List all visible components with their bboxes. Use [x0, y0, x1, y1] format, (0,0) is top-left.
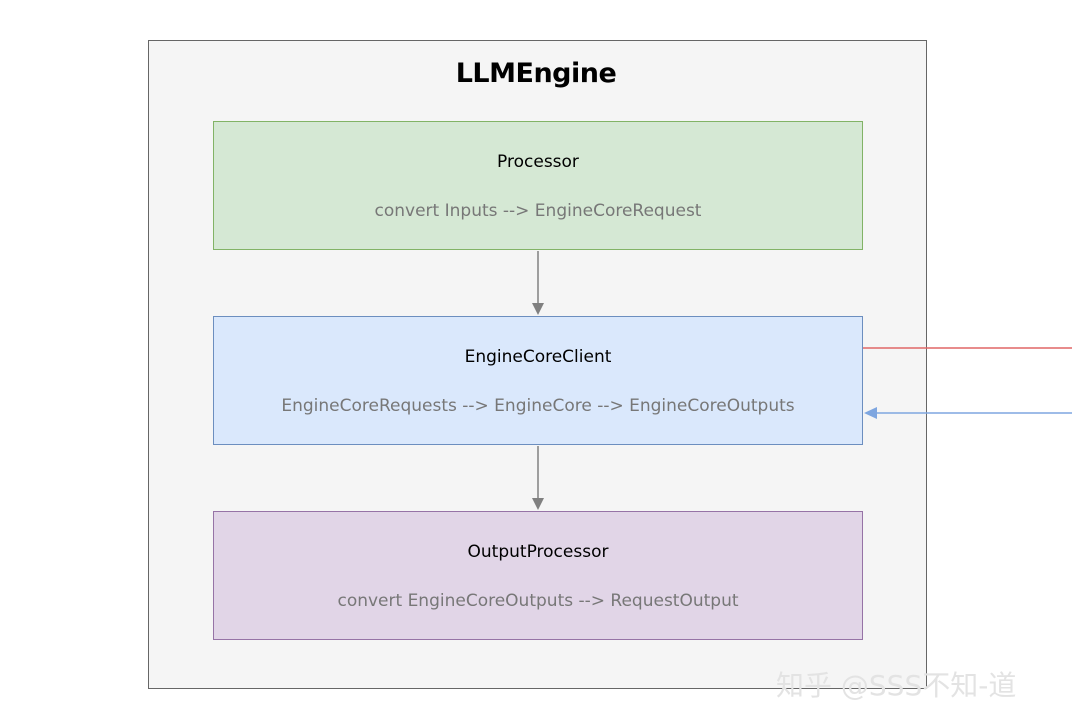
processor-box: Processor convert Inputs --> EngineCoreR… [213, 121, 863, 250]
output-processor-title: OutputProcessor [467, 542, 609, 562]
processor-title: Processor [497, 152, 579, 172]
processor-description: convert Inputs --> EngineCoreRequest [374, 201, 702, 221]
engine-core-client-title: EngineCoreClient [464, 347, 612, 367]
container-title: LLMEngine [455, 58, 617, 89]
engine-core-client-description: EngineCoreRequests --> EngineCore --> En… [281, 396, 795, 416]
output-processor-description: convert EngineCoreOutputs --> RequestOut… [337, 591, 739, 611]
watermark: 知乎 @SSS不知-道 [776, 669, 1017, 702]
engine-core-client-box: EngineCoreClient EngineCoreRequests --> … [213, 316, 863, 445]
output-processor-box: OutputProcessor convert EngineCoreOutput… [213, 511, 863, 640]
